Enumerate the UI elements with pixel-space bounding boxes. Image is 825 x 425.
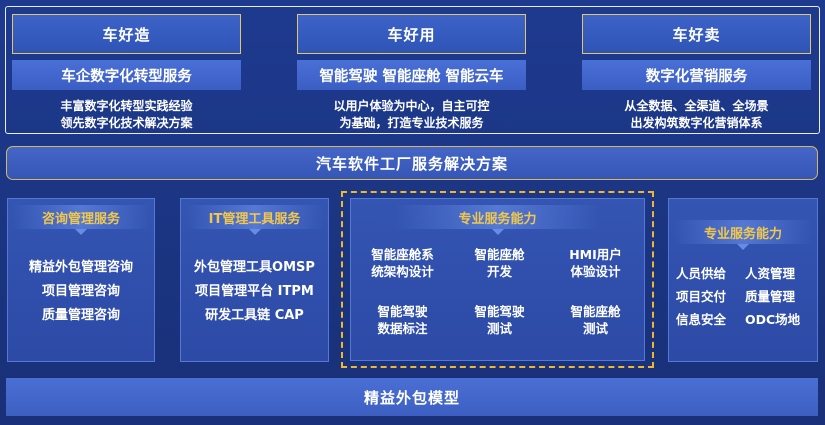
pro-service-line: 测试	[486, 321, 512, 336]
pillar-desc-build: 丰富数字化转型实践经验 领先数字化技术解决方案	[12, 97, 241, 133]
pillar-subtitle-build: 车企数字化转型服务	[12, 60, 241, 90]
highlight-dashed-frame	[341, 191, 654, 368]
pro-service-item: 智能驾驶 数据标注	[355, 303, 450, 337]
pillar-desc-sell: 从全数据、全渠道、全场景 出发构筑数字化营销体系	[582, 97, 811, 133]
pro-service-line: 智能座舱系	[371, 247, 434, 262]
consulting-item: 质量管理咨询	[41, 308, 120, 323]
capability-item: ODC场地	[745, 312, 801, 327]
pro-service-item: 智能座舱系 统架构设计	[355, 246, 450, 280]
capability-item: 信息安全	[676, 312, 727, 327]
pro-service-line: 统架构设计	[371, 264, 434, 279]
pro-service-line: 数据标注	[377, 321, 428, 336]
capability-item: 人员供给	[676, 266, 727, 281]
pro-services-panel-title: 专业服务能力	[395, 205, 600, 229]
top-pillars-frame	[5, 6, 820, 134]
pro-service-line: 智能驾驶	[474, 304, 525, 319]
pro-service-item: 智能驾驶 测试	[452, 303, 547, 337]
pillar-subtitle-use: 智能驾驶 智能座舱 智能云车	[297, 60, 526, 90]
pro-service-line: 测试	[582, 321, 608, 336]
pillar-desc-line: 出发构筑数字化营销体系	[630, 116, 763, 130]
pillar-desc-line: 以用户体验为中心，自主可控	[333, 99, 490, 113]
pro-capability-panel-title: 专业服务能力	[673, 220, 813, 244]
pillar-desc-line: 从全数据、全渠道、全场景	[624, 99, 769, 113]
pillar-desc-line: 为基础，打造专业技术服务	[339, 116, 484, 130]
pillar-subtitle-sell: 数字化营销服务	[582, 60, 811, 90]
pro-service-line: 体验设计	[570, 264, 621, 279]
capability-item: 项目交付	[676, 289, 727, 304]
pillar-title-use: 车好用	[297, 14, 526, 54]
pillar-desc-use: 以用户体验为中心，自主可控 为基础，打造专业技术服务	[297, 97, 526, 133]
consulting-item: 精益外包管理咨询	[28, 260, 133, 275]
pro-service-item: HMI用户 体验设计	[548, 246, 643, 280]
pillar-title-sell: 车好卖	[582, 14, 811, 54]
pro-service-line: HMI用户	[569, 247, 622, 262]
pro-service-item: 智能座舱 开发	[452, 246, 547, 280]
it-tools-item: 研发工具链 CAP	[205, 308, 304, 323]
pro-service-line: 智能驾驶	[377, 304, 428, 319]
capability-item: 人资管理	[745, 266, 796, 281]
factory-solution-band: 汽车软件工厂服务解决方案	[6, 146, 818, 180]
pro-service-line: 智能座舱	[474, 247, 525, 262]
it-tools-panel-title: IT管理工具服务	[185, 205, 324, 229]
consulting-panel-title: 咨询管理服务	[12, 205, 150, 229]
consulting-item: 项目管理咨询	[41, 284, 120, 299]
pro-service-line: 智能座舱	[570, 304, 621, 319]
lean-outsourcing-band: 精益外包模型	[6, 378, 818, 416]
it-tools-item: 外包管理工具OMSP	[194, 260, 315, 275]
pillar-desc-line: 丰富数字化转型实践经验	[60, 99, 193, 113]
pillar-title-build: 车好造	[12, 14, 241, 54]
pro-service-line: 开发	[486, 264, 512, 279]
pillar-desc-line: 领先数字化技术解决方案	[60, 116, 193, 130]
pro-service-item: 智能座舱 测试	[548, 303, 643, 337]
it-tools-item: 项目管理平台 ITPM	[195, 284, 314, 299]
capability-item: 质量管理	[745, 289, 796, 304]
